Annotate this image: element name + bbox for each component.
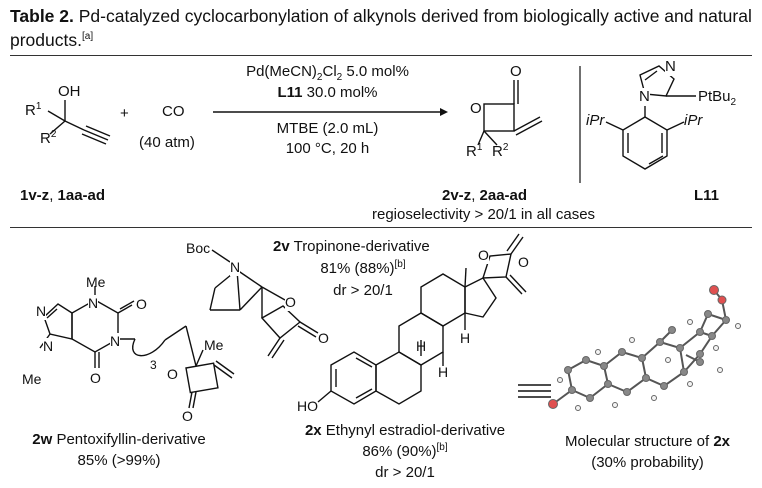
product-r1: R1 [466,142,483,161]
regioselectivity-note: regioselectivity > 20/1 in all cases [372,206,596,223]
x-ho: HO [297,398,318,414]
w-n1: N [88,295,99,312]
w-chain-subscript: 3 [150,358,157,372]
ligand-ipr-right: iPr [684,112,703,129]
x-h3: H [460,330,471,346]
reactant-id: 1v-z, 1aa-ad [20,187,106,204]
table-label: Table 2. [10,6,74,26]
ligand-n-bottom: N [639,88,650,106]
middle-rule [10,227,752,228]
w-me-top: Me [86,274,106,290]
crystal-subtitle: (30% probability) [591,454,704,471]
atom-oh: OH [58,83,81,100]
atom-r1: R1 [25,101,42,120]
w-o-carbonyl: O [182,408,193,424]
w-n-imid: N [36,303,47,320]
product-ring-o: O [470,100,482,118]
v-caption: 2v Tropinone-derivative [273,238,430,255]
caption-footnote-mark: [a] [81,31,94,43]
w-yield: 85% (>99%) [77,452,161,469]
w-caption: 2w Pentoxifyllin-derivative [32,431,206,448]
x-yield: 86% (90%)[b] [362,442,448,461]
crystal-title: Molecular structure of 2x [564,433,731,450]
product-carbonyl-o: O [510,63,522,80]
x-dr: dr > 20/1 [375,464,435,481]
w-n-chain: N [110,333,121,350]
crystal-atoms [548,285,741,411]
x-h1: H [416,338,427,354]
atom-r2: R2 [40,129,57,148]
ligand-ipr-left: iPr [586,112,605,129]
top-rule [10,55,752,56]
w-me-left: Me [22,371,42,387]
solvent-line: MTBE (2.0 mL) [276,120,379,137]
plus-sign: + [120,105,129,122]
caption-text: Pd-catalyzed cyclocarbonylation of alkyn… [10,6,752,50]
table-caption: Table 2. Pd-catalyzed cyclocarbonylation… [10,4,755,52]
x-o-ring: O [478,247,489,264]
v-o-carbonyl: O [318,330,329,346]
w-o-ring: O [167,366,178,383]
w-o-bottom: O [90,370,101,386]
ligand-name: L11 [694,187,720,204]
v-dr: dr > 20/1 [333,282,393,299]
ligand-ptbu2: PtBu2 [698,88,737,108]
v-boc: Boc [186,240,211,256]
x-o-carbonyl: O [518,254,529,270]
w-me-quaternary: Me [204,337,224,353]
x-h2: H [438,364,449,380]
co-pressure: (40 atm) [139,134,195,151]
co-label: CO [162,103,185,120]
ligand-loading-line: L11 30.0 mol% [277,84,378,101]
catalyst-line: Pd(MeCN)2Cl2 5.0 mol% [246,63,409,83]
product-id: 2v-z, 2aa-ad [442,187,528,204]
w-n7: N [43,338,54,355]
v-n: N [230,259,241,276]
temperature-time-line: 100 °C, 20 h [285,140,370,157]
product-r2: R2 [492,142,509,161]
w-o-right: O [136,296,147,312]
v-o-ring: O [285,294,296,311]
v-yield: 81% (88%)[b] [320,259,406,278]
ligand-n-top: N [665,58,676,76]
x-caption: 2x Ethynyl estradiol-derivative [304,422,506,439]
